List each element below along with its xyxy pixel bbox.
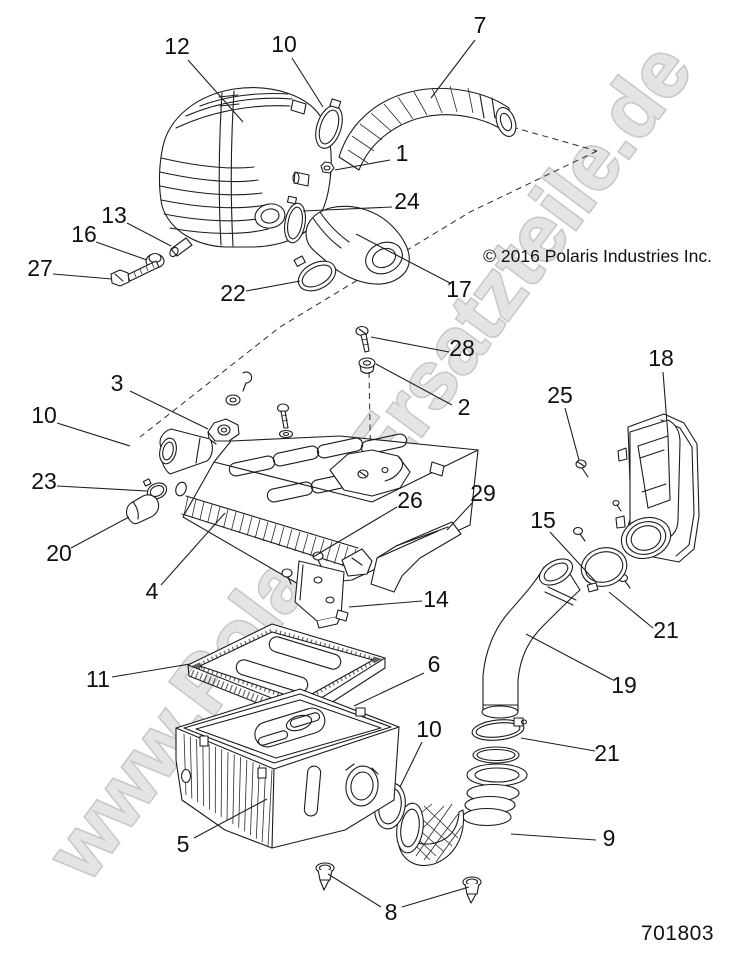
callout-leader-11 [111,663,191,678]
part-bolt [110,260,160,287]
lid-fins [183,496,357,570]
callout-28: 28 [449,335,475,361]
callout-leader-18 [662,371,669,437]
part-resonator [615,413,700,563]
part-drain-plugs [315,862,482,904]
callout-leader-26 [312,506,398,558]
callout-leader-27 [52,273,113,280]
callout-23: 23 [31,468,57,494]
callout-leader-17 [355,233,451,284]
callout-leader-8 [401,886,470,908]
callout-24: 24 [394,188,420,214]
callout-7: 7 [474,12,487,38]
callout-leader-29 [446,501,474,531]
part-airbox-base [175,688,400,849]
callout-10: 10 [416,716,442,742]
part-mount-bracket [281,551,349,629]
callout-6: 6 [428,651,441,677]
callout-29: 29 [470,480,496,506]
part-rubber-plug [126,494,160,525]
callout-leader-5 [193,798,268,839]
callout-leader-21 [520,737,596,752]
callout-leader-3 [129,390,209,430]
lid-slots [228,433,408,503]
callout-20: 20 [46,540,72,566]
callout-leader-9 [510,833,597,841]
part-nut [320,161,335,174]
part-clamp-bellows [471,717,528,741]
callout-leader-25 [564,407,580,461]
callout-27: 27 [27,255,53,281]
diagram-number: 701803 [641,922,714,945]
part-clamp-duct [580,547,628,593]
part-bellows-elbow [396,746,528,866]
callout-10: 10 [271,31,297,57]
callout-leader-8 [327,873,382,908]
callout-leader-24 [302,206,393,212]
callout-25: 25 [547,382,573,408]
callout-21: 21 [594,740,620,766]
callout-10: 10 [31,402,57,428]
callout-2: 2 [458,394,471,420]
callout-18: 18 [648,345,674,371]
callout-17: 17 [446,276,472,302]
callout-5: 5 [177,831,190,857]
part-bracket-tab [207,418,240,445]
part-screws-washers [225,325,376,439]
callout-leader-2 [375,363,453,406]
callout-12: 12 [164,33,190,59]
callout-leader-10 [399,741,423,788]
part-intake-hose [338,85,517,171]
callout-leader-16 [95,241,148,261]
callout-8: 8 [385,899,398,925]
part-deflector-shield [341,521,462,593]
callout-leader-10 [56,422,131,447]
part-clamp-elbow [293,255,337,292]
part-air-filter [187,623,386,722]
callout-leader-12 [187,59,244,123]
callout-3: 3 [111,370,124,396]
part-intake-duct [481,558,581,719]
callout-leader-6 [353,672,425,707]
callout-leader-7 [430,39,476,99]
callout-leader-23 [56,485,148,492]
callout-26: 26 [397,487,423,513]
callout-16: 16 [71,221,97,247]
callout-leader-28 [370,336,450,353]
callout-leader-14 [348,600,423,608]
part-clamp-small [142,478,168,500]
part-airbox-lid [159,428,479,586]
part-clamp-outlet [284,195,306,244]
part-spacer [169,237,193,258]
callout-1: 1 [396,140,409,166]
callout-13: 13 [101,202,127,228]
callout-14: 14 [423,586,449,612]
callout-leader-20 [70,516,130,549]
base-fins [183,733,273,847]
callout-22: 22 [220,280,246,306]
callout-21: 21 [653,617,679,643]
callout-leader-10 [291,57,324,108]
callout-leader-13 [126,222,172,247]
callout-15: 15 [530,507,556,533]
callout-leader-19 [525,633,614,681]
part-airbox-cover [158,87,332,248]
part-clamp-upper [315,98,343,149]
callout-leader-15 [549,531,597,583]
callout-leader-22 [245,280,301,292]
callout-9: 9 [603,825,616,851]
callout-4: 4 [146,578,159,604]
callout-11: 11 [86,666,110,692]
callout-leader-4 [160,512,226,586]
callout-leader-1 [334,159,391,171]
callout-leader-21 [608,591,654,629]
callout-19: 19 [611,672,637,698]
copyright-text: © 2016 Polaris Industries Inc. [483,246,712,266]
